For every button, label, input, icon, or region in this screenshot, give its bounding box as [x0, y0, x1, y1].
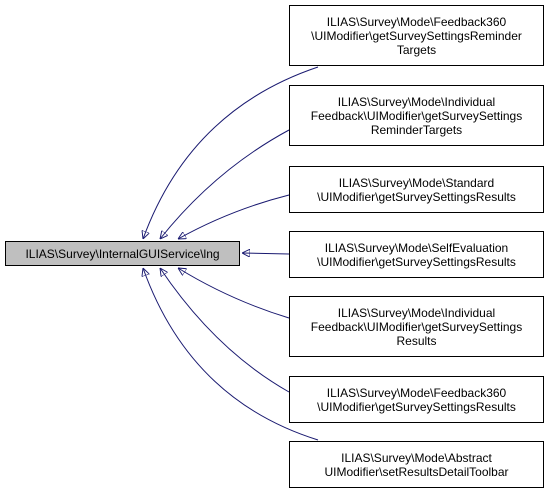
edge-individual-feedback-reminder-targets [160, 129, 290, 239]
target-node-individual-feedback-settings-results[interactable]: ILIAS\Survey\Mode\Individual Feedback\UI… [289, 296, 544, 357]
edge-individual-feedback-settings-results [178, 268, 290, 319]
target-node-self-evaluation-settings-results[interactable]: ILIAS\Survey\Mode\SelfEvaluation \UIModi… [289, 231, 544, 278]
edge-feedback360-settings-results [160, 268, 290, 393]
target-node-abstract-results-detail-toolbar[interactable]: ILIAS\Survey\Mode\Abstract UIModifier\se… [289, 441, 544, 488]
target-node-feedback360-reminder-targets[interactable]: ILIAS\Survey\Mode\Feedback360 \UIModifie… [289, 5, 544, 66]
target-node-individual-feedback-reminder-targets[interactable]: ILIAS\Survey\Mode\Individual Feedback\UI… [289, 85, 544, 146]
target-node-standard-settings-results[interactable]: ILIAS\Survey\Mode\Standard \UIModifier\g… [289, 166, 544, 213]
edge-abstract-results-detail-toolbar [143, 268, 319, 441]
edge-standard-settings-results [178, 194, 290, 239]
edge-self-evaluation-settings-results [242, 253, 290, 254]
source-node-lng[interactable]: ILIAS\Survey\InternalGUIService\lng [5, 241, 240, 266]
target-node-feedback360-settings-results[interactable]: ILIAS\Survey\Mode\Feedback360 \UIModifie… [289, 376, 544, 423]
edge-feedback360-reminder-targets [143, 66, 319, 239]
